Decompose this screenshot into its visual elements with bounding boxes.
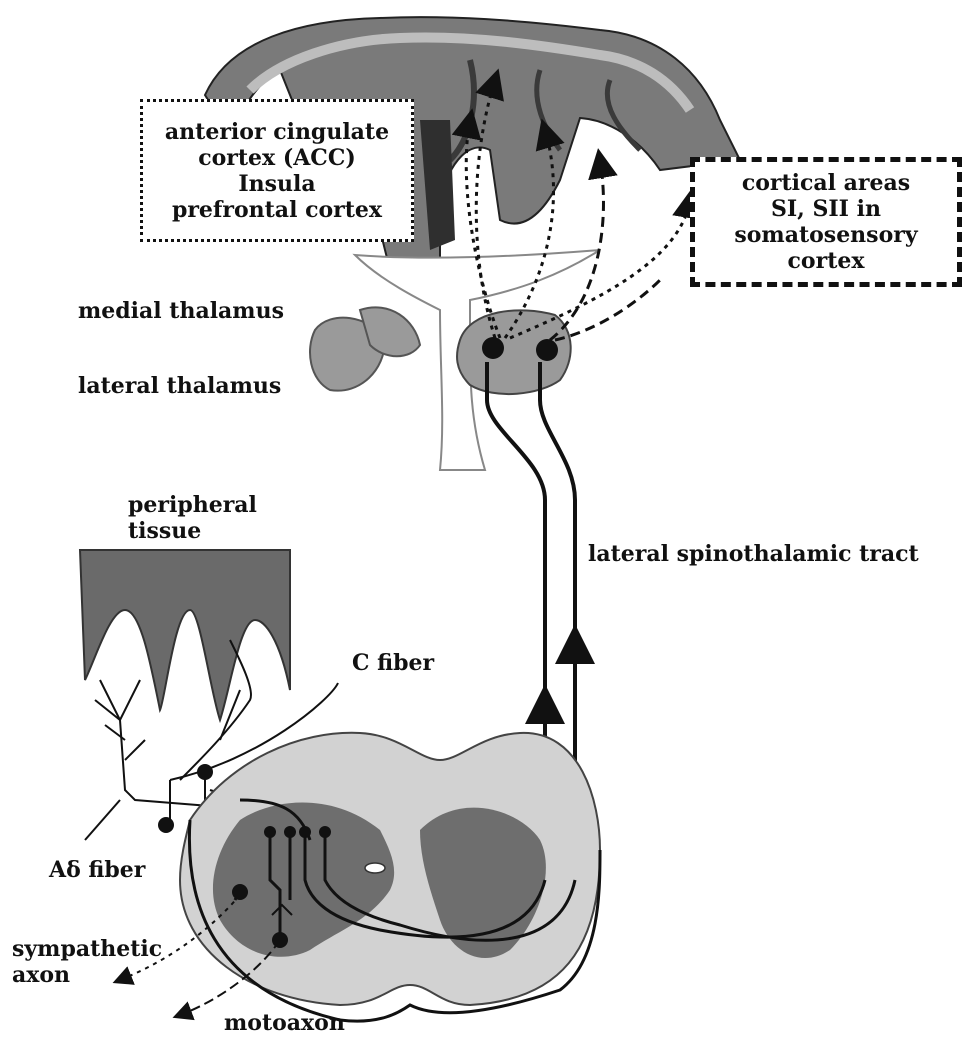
acc-box-line-1: anterior cingulate	[165, 119, 389, 145]
spinal-cord-section	[180, 733, 600, 1005]
acc-box-line-2: cortex (ACC)	[198, 145, 356, 171]
acc-box-line-3: Insula	[238, 171, 315, 197]
a-delta-fiber-label: Aδ fiber	[49, 857, 145, 883]
sympathetic-axon-label-line-2: axon	[12, 962, 70, 988]
medial-thalamus-label: medial thalamus	[78, 298, 284, 324]
peripheral-tissue-illustration	[80, 550, 290, 720]
cortical-areas-box: cortical areas SI, SII in somatosensory …	[690, 157, 962, 287]
cortical-box-line-1: cortical areas	[742, 170, 910, 196]
lateral-thalamus-label: lateral thalamus	[78, 373, 281, 399]
peripheral-tissue-label-line-2: tissue	[128, 518, 201, 544]
c-fiber-label: C fiber	[352, 650, 434, 676]
peripheral-tissue-label-line-1: peripheral	[128, 492, 257, 518]
acc-insula-box: anterior cingulate cortex (ACC) Insula p…	[140, 99, 414, 242]
cortical-box-line-4: cortex	[788, 248, 865, 274]
motoaxon-label: motoaxon	[224, 1010, 345, 1036]
cortical-box-line-3: somatosensory	[734, 222, 917, 248]
cortical-box-line-2: SI, SII in	[771, 196, 881, 222]
spinothalamic-tract-label: lateral spinothalamic tract	[588, 541, 919, 567]
acc-box-line-4: prefrontal cortex	[172, 197, 382, 223]
sympathetic-axon-label-line-1: sympathetic	[12, 936, 162, 962]
